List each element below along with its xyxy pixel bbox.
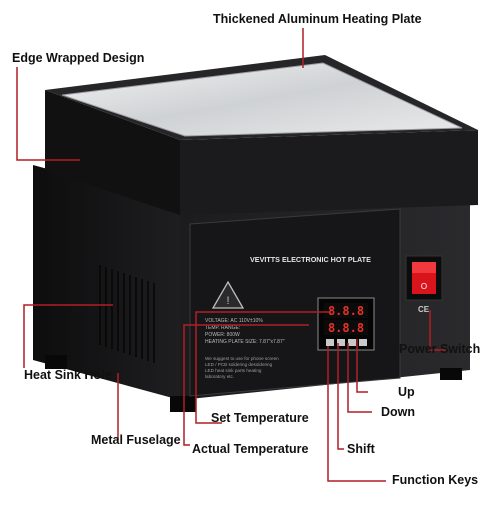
ce-mark: CE [418,305,430,314]
callout-metal-fuselage: Metal Fuselage [91,433,181,447]
heating-plate [61,62,463,137]
power-symbol-icon: O [421,282,427,291]
notice-line: laboratory etc. [205,374,234,379]
leader-set-temperature [195,311,331,424]
brand-label: VEVITTS ELECTRONIC HOT PLATE [250,255,371,264]
spec-line: POWER: 800W [205,332,240,338]
callout-edge-wrapped: Edge Wrapped Design [12,51,145,65]
leader-up [356,339,368,393]
callout-down: Down [381,405,416,419]
set-temperature-display: 8.8.8 [328,304,364,318]
leader-shift [337,343,344,450]
leader-down [347,343,372,413]
callout-heat-sink: Heat Sink Hole [24,368,112,382]
callout-lines [16,28,446,482]
callout-up: Up [398,385,415,399]
leader-function-keys [327,346,386,482]
display-bottom-window [324,320,368,335]
notice-line: We suggest to use for phone screen [205,356,279,361]
leader-power-switch [429,310,446,351]
foot-front [170,396,196,412]
callout-power-switch: Power Switch [399,342,481,356]
leader-heat-sink [23,304,113,368]
notice-line: LED / PCB soldering desoldering [205,362,273,367]
down-key[interactable] [348,339,356,346]
foot-right [440,368,462,380]
callout-set-temperature: Set Temperature [211,411,309,425]
spec-line: HEATING PLATE SIZE: 7.87"x7.87" [205,339,285,345]
heat-sink-vents [99,265,155,363]
spec-line: VOLTAGE: AC 110V±10% [205,318,263,324]
actual-temperature-display: 8.8.8 [328,321,364,335]
up-key[interactable] [359,339,367,346]
foot-left [45,355,67,369]
frame-left-side [45,90,180,215]
hot-warning-icon [211,280,245,309]
shift-key[interactable] [337,339,345,346]
spec-line: TEMP. RANGE: [205,325,240,331]
hot-warning-glyph: ! [226,295,229,307]
callout-function-keys: Function Keys [392,473,479,487]
callout-actual-temperature: Actual Temperature [192,442,309,456]
callout-heating-plate: Thickened Aluminum Heating Plate [213,12,422,26]
notice-line: LED heat sink parts heating [205,368,262,373]
callout-shift: Shift [347,442,375,456]
leader-edge-wrapped [16,67,80,161]
display-top-window [324,303,368,318]
power-switch-highlight [412,262,436,273]
leader-actual-temperature [183,324,309,446]
frame-front-side [180,130,478,215]
function-key[interactable] [326,339,334,346]
